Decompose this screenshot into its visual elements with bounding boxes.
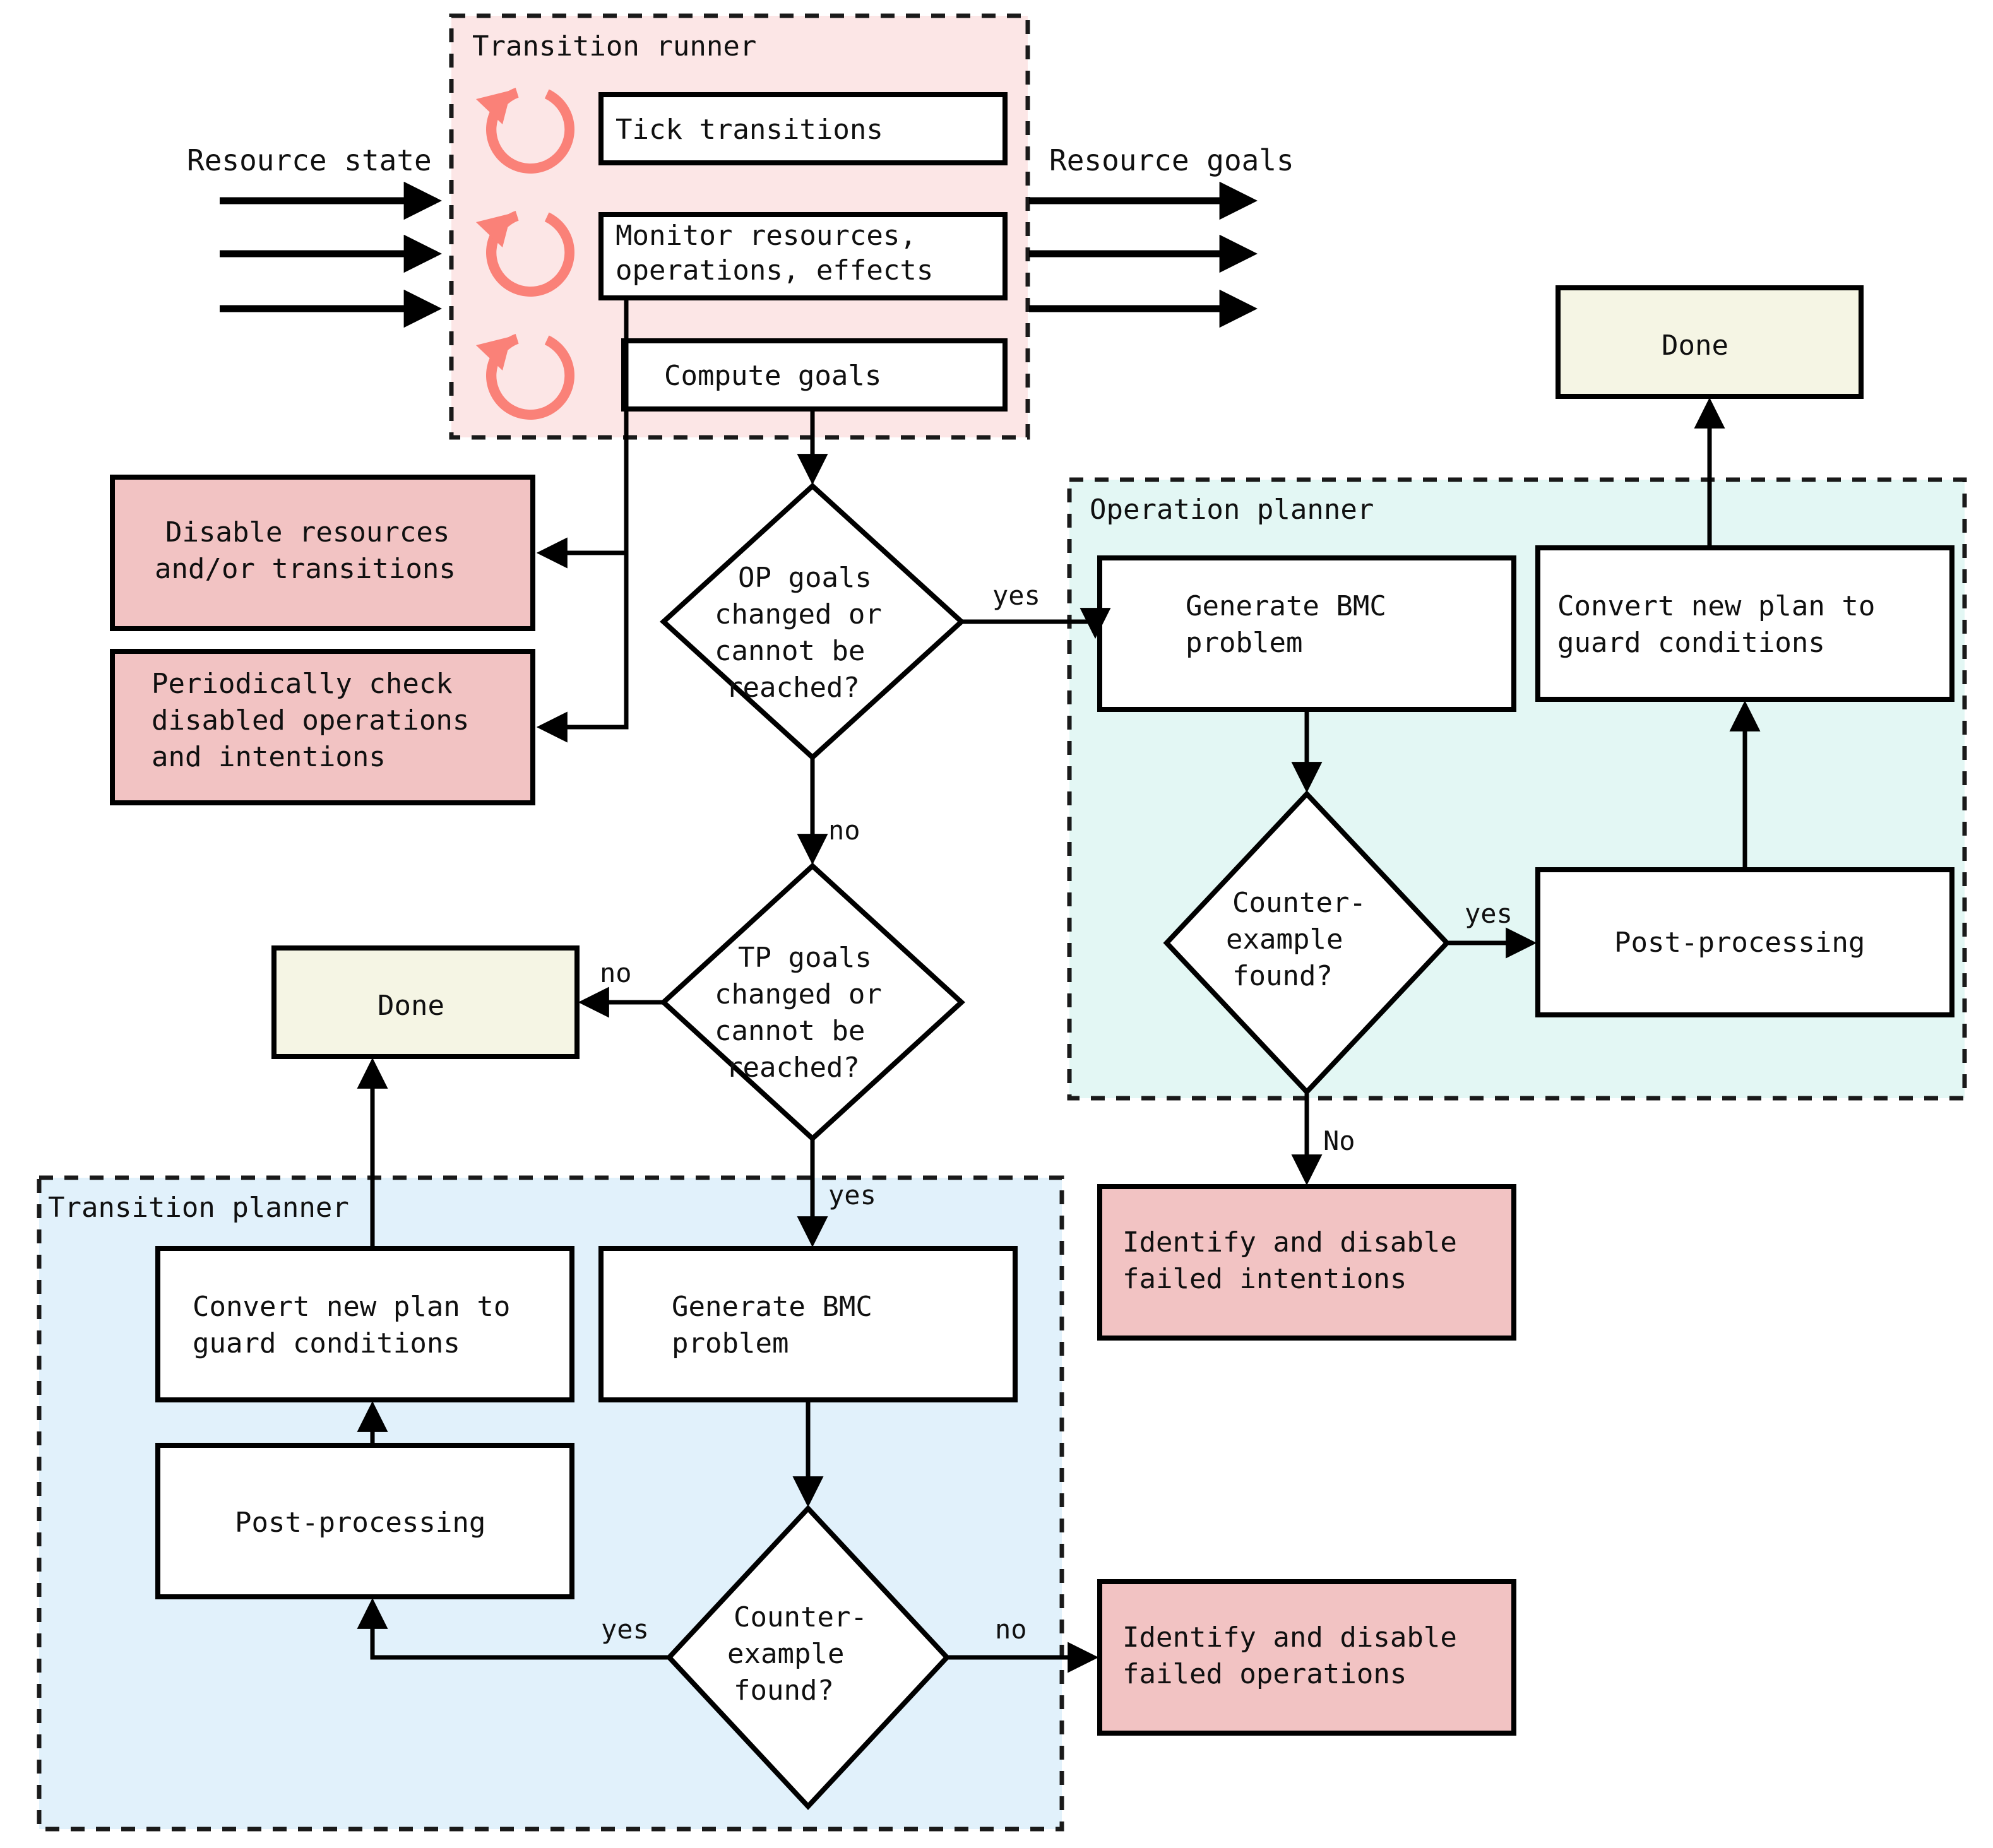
resource-goals-label: Resource goals: [1049, 143, 1294, 177]
node-op-post-processing-label: Post-processing: [1614, 927, 1865, 959]
node-op-counterexample-line2: example: [1226, 923, 1343, 956]
node-tp-goals-line1: TP goals: [738, 942, 872, 974]
edge-label-op-counter-no: No: [1323, 1125, 1355, 1156]
node-tick-transitions-label: Tick transitions: [616, 114, 883, 146]
io-resource-state: Resource state: [187, 143, 443, 328]
refresh-icon: [476, 333, 574, 420]
node-op-generate-bmc-line1: Generate BMC: [1186, 590, 1386, 622]
group-transition-runner: Transition runner Tick transitions Monit…: [449, 13, 1030, 440]
edge-opgoals-yes-to-generate-bmc: [961, 608, 1111, 639]
node-op-goals-line3: cannot be: [715, 635, 865, 667]
refresh-icon: [476, 87, 574, 174]
node-op-generate-bmc[interactable]: [1097, 555, 1516, 712]
node-periodic-check-line1: Periodically check: [152, 668, 453, 700]
node-tp-convert-plan-line2: guard conditions: [193, 1327, 460, 1359]
node-disable-resources-line2: and/or transitions: [155, 553, 456, 585]
node-disable-resources-line1: Disable resources: [165, 516, 449, 548]
node-tp-post-processing[interactable]: [155, 1443, 574, 1599]
edge-label-op-counter-yes: yes: [1465, 898, 1513, 929]
node-tp-goals-line3: cannot be: [715, 1015, 865, 1047]
node-op-goals-line4: reached?: [726, 672, 860, 704]
node-tp-goals-line4: reached?: [726, 1051, 860, 1084]
node-op-counterexample-line3: found?: [1232, 960, 1333, 992]
edge-label-opgoals-no: no: [828, 815, 860, 846]
node-tp-generate-bmc[interactable]: [598, 1246, 1018, 1402]
node-op-convert-plan-line1: Convert new plan to: [1557, 590, 1875, 622]
transition-planner-title: Transition planner: [48, 1192, 349, 1224]
node-tp-counterexample-line3: found?: [734, 1674, 834, 1707]
node-tp-convert-plan[interactable]: [155, 1246, 574, 1402]
node-monitor-line2: operations, effects: [616, 254, 933, 287]
edge-label-opgoals-yes: yes: [992, 580, 1040, 611]
node-tp-done[interactable]: [271, 945, 580, 1059]
node-op-failed-intentions-line1: Identify and disable: [1122, 1226, 1457, 1259]
node-op-convert-plan-line2: guard conditions: [1557, 627, 1825, 659]
edge-label-tpgoals-yes: yes: [828, 1180, 876, 1211]
edge-label-tp-counter-yes: yes: [601, 1614, 649, 1645]
node-tp-done-label: Done: [378, 990, 444, 1022]
node-op-done[interactable]: [1556, 285, 1864, 399]
edge-label-tp-counter-no: no: [995, 1614, 1027, 1645]
node-tp-failed-operations[interactable]: [1097, 1579, 1516, 1736]
resource-state-label: Resource state: [187, 143, 432, 177]
transition-runner-title: Transition runner: [472, 30, 756, 62]
node-op-goals-line2: changed or: [715, 598, 882, 631]
node-tp-convert-plan-line1: Convert new plan to: [193, 1291, 510, 1323]
node-monitor-line1: Monitor resources,: [616, 220, 917, 252]
node-tp-generate-bmc-line1: Generate BMC: [672, 1291, 872, 1323]
edge-tp-counter-yes-to-post: [357, 1597, 669, 1660]
edge-label-tpgoals-no: no: [600, 957, 632, 988]
node-op-generate-bmc-line2: problem: [1186, 627, 1302, 659]
group-transition-planner: Transition planner Convert new plan to g…: [37, 1175, 1064, 1832]
node-tp-post-processing-label: Post-processing: [235, 1507, 485, 1539]
io-resource-goals: Resource goals: [1029, 143, 1294, 328]
node-tp-counterexample-line1: Counter-: [734, 1601, 867, 1633]
node-op-failed-intentions[interactable]: [1097, 1184, 1516, 1341]
node-tp-counterexample-line2: example: [727, 1638, 844, 1670]
node-compute-goals[interactable]: [621, 338, 1008, 412]
node-periodic-check[interactable]: [110, 649, 535, 805]
node-periodic-check-line2: disabled operations: [152, 704, 469, 737]
node-op-goals-line1: OP goals: [738, 562, 872, 594]
operation-planner-title: Operation planner: [1090, 494, 1374, 526]
node-periodic-check-line3: and intentions: [152, 741, 386, 773]
node-op-convert-plan[interactable]: [1535, 545, 1954, 702]
node-tp-failed-operations-line2: failed operations: [1122, 1658, 1407, 1690]
node-tp-failed-operations-line1: Identify and disable: [1122, 1621, 1457, 1654]
edge-monitor-to-periodic-check: [536, 553, 629, 743]
node-op-post-processing[interactable]: [1535, 867, 1954, 1017]
refresh-icon: [476, 210, 574, 297]
node-op-counterexample-line1: Counter-: [1232, 887, 1366, 919]
node-monitor[interactable]: [598, 212, 1008, 300]
node-tp-goals-line2: changed or: [715, 978, 882, 1010]
node-op-done-label: Done: [1662, 329, 1728, 362]
node-tp-counterexample[interactable]: [665, 1505, 951, 1810]
node-op-failed-intentions-line2: failed intentions: [1122, 1263, 1407, 1295]
node-tp-generate-bmc-line2: problem: [672, 1327, 788, 1359]
node-tick-transitions[interactable]: [598, 92, 1008, 165]
node-disable-resources[interactable]: [110, 475, 535, 631]
group-operation-planner: Operation planner Generate BMC problem C…: [1067, 477, 1967, 1101]
node-compute-goals-label: Compute goals: [664, 360, 881, 392]
